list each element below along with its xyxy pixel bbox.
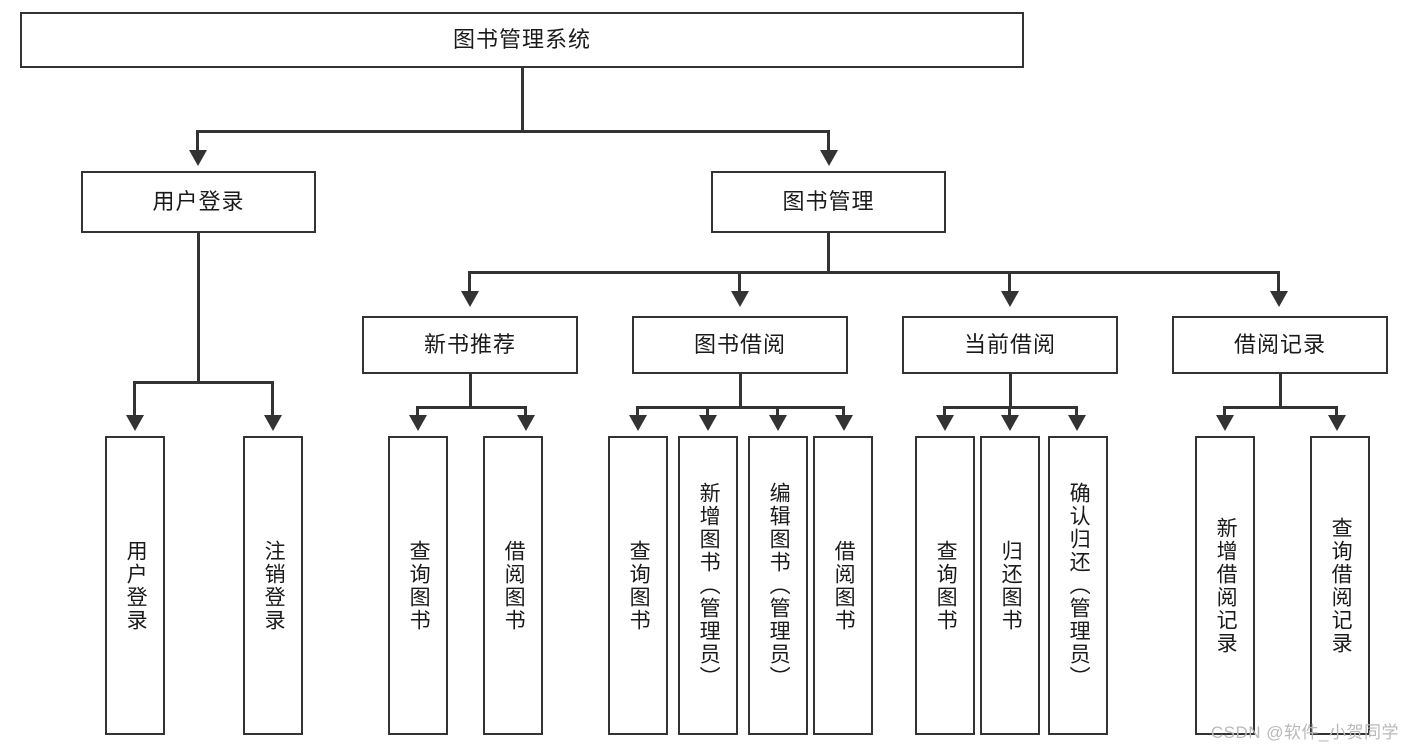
edge-br-stem (1279, 374, 1282, 408)
node-book-management[interactable]: 图书管理 (711, 171, 946, 233)
edge-cb-branch-2 (1008, 406, 1011, 418)
node-leaf-query-book-2[interactable]: 查询图书 (608, 436, 668, 735)
node-book-management-label: 图书管理 (782, 188, 875, 214)
node-leaf-borrow-book-2[interactable]: 借阅图书 (813, 436, 873, 735)
arrowhead-bb-leaf-2 (699, 415, 717, 431)
edge-nbr-branch-2 (524, 406, 527, 418)
arrowhead-root-to-book-management (820, 150, 838, 166)
node-leaf-return-book[interactable]: 归还图书 (980, 436, 1040, 735)
node-borrow-record-label: 借阅记录 (1233, 331, 1326, 357)
edge-cb-stem (1009, 374, 1012, 408)
node-leaf-confirm-return-label: 确认归还（管理员） (1067, 482, 1091, 689)
arrowhead-bb-leaf-3 (769, 415, 787, 431)
edge-bm-branch-2 (738, 271, 741, 293)
node-new-book-recommend-label: 新书推荐 (423, 331, 516, 357)
edge-bm-branch-3 (1008, 271, 1011, 293)
edge-cb-branch-1 (943, 406, 946, 418)
node-book-borrow[interactable]: 图书借阅 (632, 316, 848, 374)
arrowhead-bm-to-new-book-recommend (461, 291, 479, 307)
edge-book-management-bus (468, 271, 1280, 274)
node-leaf-confirm-return[interactable]: 确认归还（管理员） (1048, 436, 1108, 735)
edge-bm-branch-4 (1277, 271, 1280, 293)
node-leaf-borrow-book-2-label: 借阅图书 (832, 539, 856, 632)
node-leaf-query-book-1-label: 查询图书 (407, 539, 431, 632)
arrowhead-user-login-leaf-1 (126, 415, 144, 431)
node-root-label: 图书管理系统 (452, 26, 591, 52)
arrowhead-nbr-leaf-1 (409, 415, 427, 431)
node-current-borrow[interactable]: 当前借阅 (902, 316, 1118, 374)
arrowhead-user-login-leaf-2 (264, 415, 282, 431)
edge-bb-branch-4 (842, 406, 845, 418)
edge-bb-bus (636, 406, 845, 409)
arrowhead-root-to-user-login (189, 150, 207, 166)
edge-cb-branch-3 (1075, 406, 1078, 418)
node-leaf-query-record[interactable]: 查询借阅记录 (1310, 436, 1370, 735)
node-leaf-edit-book-label: 编辑图书（管理员） (767, 482, 791, 689)
node-leaf-return-book-label: 归还图书 (999, 539, 1023, 632)
arrowhead-cb-leaf-2 (1001, 415, 1019, 431)
edge-root-stem (521, 68, 524, 132)
edge-book-management-stem (827, 233, 830, 273)
node-leaf-query-book-2-label: 查询图书 (627, 539, 651, 632)
arrowhead-br-leaf-2 (1328, 415, 1346, 431)
node-leaf-edit-book[interactable]: 编辑图书（管理员） (748, 436, 808, 735)
node-leaf-add-book-label: 新增图书（管理员） (697, 482, 721, 689)
edge-user-login-branch-1 (133, 381, 136, 417)
node-user-login[interactable]: 用户登录 (81, 171, 316, 233)
node-leaf-query-book-3-label: 查询图书 (934, 539, 958, 632)
node-leaf-user-login-label: 用户登录 (124, 539, 148, 632)
node-user-login-label: 用户登录 (152, 188, 245, 214)
node-leaf-query-book-3[interactable]: 查询图书 (915, 436, 975, 735)
node-book-borrow-label: 图书借阅 (693, 331, 786, 357)
edge-bb-stem (739, 374, 742, 408)
watermark: CSDN @软件_小贺同学 (1210, 723, 1399, 742)
edge-root-to-user-login (196, 130, 199, 152)
arrowhead-nbr-leaf-2 (517, 415, 535, 431)
edge-root-to-book-management (827, 130, 830, 152)
edge-nbr-branch-1 (416, 406, 419, 418)
node-borrow-record[interactable]: 借阅记录 (1172, 316, 1388, 374)
node-leaf-add-record-label: 新增借阅记录 (1214, 516, 1238, 655)
edge-br-branch-1 (1223, 406, 1226, 418)
node-leaf-add-book[interactable]: 新增图书（管理员） (678, 436, 738, 735)
edge-nbr-stem (469, 374, 472, 408)
node-leaf-query-record-label: 查询借阅记录 (1329, 516, 1353, 655)
arrowhead-br-leaf-1 (1216, 415, 1234, 431)
edge-br-branch-2 (1335, 406, 1338, 418)
node-root[interactable]: 图书管理系统 (20, 12, 1024, 68)
edge-user-login-branch-2 (271, 381, 274, 417)
node-leaf-user-logout-label: 注销登录 (262, 539, 286, 632)
edge-bm-branch-1 (468, 271, 471, 293)
node-leaf-add-record[interactable]: 新增借阅记录 (1195, 436, 1255, 735)
node-leaf-user-logout[interactable]: 注销登录 (243, 436, 303, 735)
edge-nbr-bus (416, 406, 527, 409)
edge-bb-branch-3 (776, 406, 779, 418)
arrowhead-bm-to-current-borrow (1001, 291, 1019, 307)
arrowhead-bb-leaf-4 (835, 415, 853, 431)
arrowhead-cb-leaf-1 (936, 415, 954, 431)
arrowhead-bm-to-borrow-record (1270, 291, 1288, 307)
arrowhead-bm-to-book-borrow (731, 291, 749, 307)
edge-user-login-bus (133, 381, 273, 384)
edge-bb-branch-2 (706, 406, 709, 418)
arrowhead-bb-leaf-1 (629, 415, 647, 431)
edge-br-bus (1223, 406, 1338, 409)
node-current-borrow-label: 当前借阅 (963, 331, 1056, 357)
node-leaf-query-book-1[interactable]: 查询图书 (388, 436, 448, 735)
arrowhead-cb-leaf-3 (1068, 415, 1086, 431)
node-leaf-user-login[interactable]: 用户登录 (105, 436, 165, 735)
node-leaf-borrow-book-1-label: 借阅图书 (502, 539, 526, 632)
node-new-book-recommend[interactable]: 新书推荐 (362, 316, 578, 374)
node-leaf-borrow-book-1[interactable]: 借阅图书 (483, 436, 543, 735)
edge-root-bus (196, 130, 830, 133)
edge-user-login-stem (197, 233, 200, 383)
edge-bb-branch-1 (636, 406, 639, 418)
